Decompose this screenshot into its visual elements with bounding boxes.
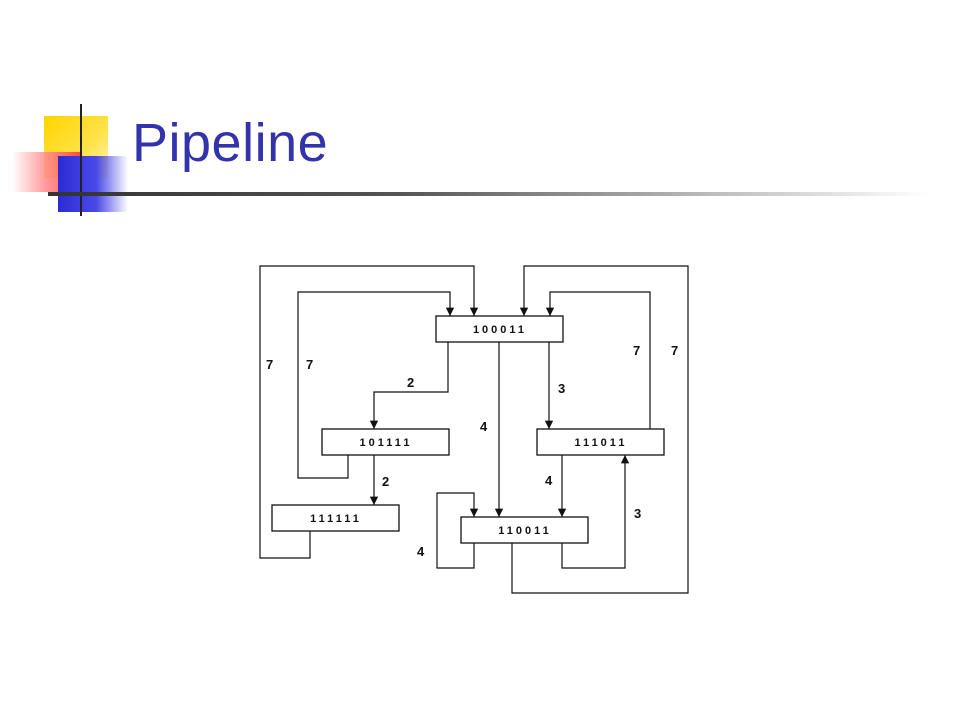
- node-100011-label: 100011: [473, 324, 527, 336]
- title-underline: [48, 192, 928, 196]
- edge-label-outer-right: 7: [671, 343, 678, 358]
- edge-label-to-110011: 4: [545, 473, 553, 488]
- node-110011: [460, 516, 589, 544]
- edge-label-to-101111: 2: [407, 375, 414, 390]
- edge-label-to-111011: 3: [558, 381, 565, 396]
- edge-label-to-111111: 2: [382, 474, 389, 489]
- edge-110011-to-100011-outer: [511, 265, 689, 594]
- decor-blue-square: [58, 156, 128, 212]
- node-111011-label: 111011: [575, 437, 628, 449]
- edge-label-loop-up: 3: [634, 506, 641, 521]
- node-110011-label: 110011: [498, 525, 552, 537]
- node-101111: [321, 428, 450, 456]
- edge-label-inner-right: 7: [633, 343, 640, 358]
- node-111011: [536, 428, 665, 456]
- node-111111: [271, 504, 400, 532]
- edge-101111-to-100011: [297, 291, 455, 479]
- edge-111011-to-100011-inner: [545, 291, 651, 429]
- edge-111111-to-100011: [259, 265, 479, 559]
- node-111111-label: 111111: [310, 513, 362, 525]
- edge-110011-to-111011: [561, 455, 630, 569]
- edge-label-self-loop: 4: [417, 544, 425, 559]
- edge-label-center: 4: [480, 419, 488, 434]
- edge-label-inner-left: 7: [306, 357, 313, 372]
- decor-vertical-line: [80, 104, 82, 216]
- slide-title: Pipeline: [132, 113, 329, 173]
- node-101111-label: 101111: [360, 437, 413, 449]
- edge-100011-to-101111: [369, 342, 449, 429]
- node-100011: [435, 315, 564, 343]
- edge-110011-self-loop: [436, 492, 479, 569]
- edge-label-outer-left: 7: [266, 357, 273, 372]
